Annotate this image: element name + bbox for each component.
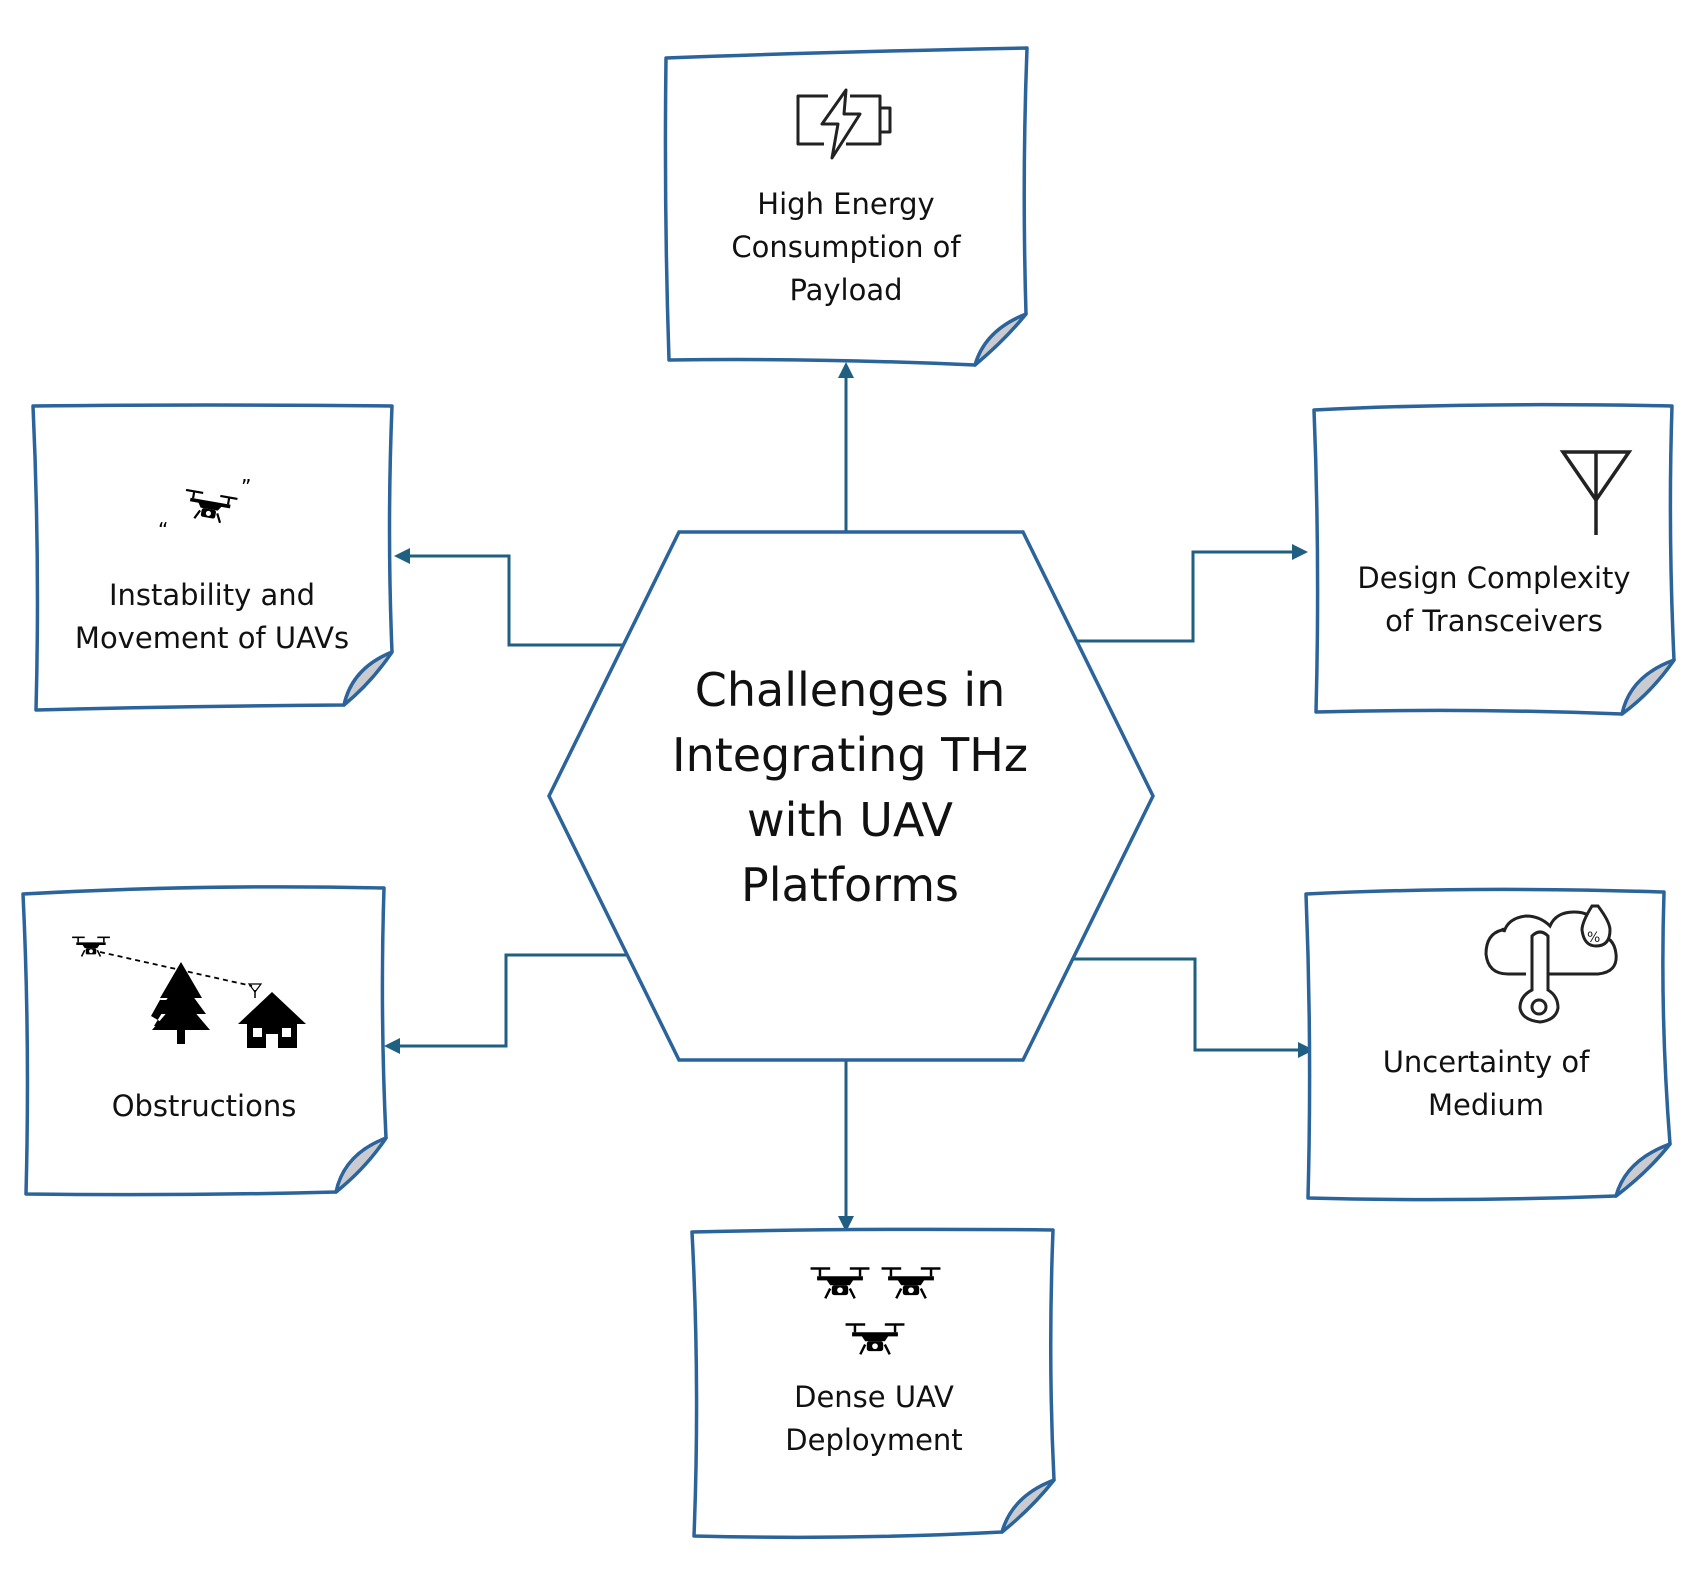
note-obstructions-label-line: Obstructions — [111, 1089, 297, 1123]
battery-charging-icon — [796, 88, 892, 160]
center-title: Challenges in Integrating THz with UAV P… — [600, 658, 1100, 918]
note-dense-label: Dense UAV Deployment — [714, 1376, 1034, 1462]
cloud-thermometer-humidity-icon: % — [1484, 904, 1618, 1024]
note-energy-label: High Energy Consumption of Payload — [686, 183, 1006, 312]
svg-text:%: % — [1587, 930, 1600, 946]
note-medium-label-line: Uncertainty of — [1382, 1045, 1590, 1079]
note-medium — [1304, 887, 1672, 1202]
note-energy-label-line: Payload — [789, 273, 903, 307]
note-transceivers-label: Design Complexity of Transceivers — [1334, 557, 1654, 643]
note-dense-label-line: Dense UAV — [794, 1380, 954, 1414]
note-energy-label-line: Consumption of — [731, 230, 961, 264]
arrowhead-instability — [394, 548, 410, 564]
connector-medium — [1072, 957, 1300, 1052]
center-hexagon — [547, 530, 1155, 1062]
note-dense-label-line: Deployment — [785, 1423, 963, 1457]
note-obstructions — [21, 885, 388, 1197]
center-title-line: Integrating THz — [672, 728, 1028, 782]
note-energy — [663, 46, 1029, 367]
svg-text:”: ” — [241, 475, 251, 499]
center-title-line: Platforms — [741, 858, 959, 912]
note-obstructions-label: Obstructions — [44, 1085, 364, 1128]
connector-instability — [408, 554, 622, 647]
note-energy-label-line: High Energy — [757, 187, 935, 221]
connector-obstructions — [398, 953, 626, 1048]
arrowhead-dense — [838, 1216, 854, 1232]
drone-tree-house-icon — [71, 935, 306, 1048]
connectors — [384, 362, 1314, 1232]
wobbling-drone-icon: “ ” — [158, 475, 251, 542]
arrowhead-energy — [838, 362, 854, 378]
center-title-line: Challenges in — [694, 663, 1006, 717]
center-title-line: with UAV — [747, 793, 953, 847]
svg-text:“: “ — [158, 518, 168, 542]
antenna-icon — [1559, 450, 1633, 535]
arrowhead-transceivers — [1292, 544, 1308, 560]
note-instability-label-line: Movement of UAVs — [74, 621, 350, 655]
note-instability-label: Instability and Movement of UAVs — [52, 574, 372, 660]
note-medium-label: Uncertainty of Medium — [1326, 1041, 1646, 1127]
note-transceivers-label-line: of Transceivers — [1385, 604, 1603, 638]
arrowhead-obstructions — [384, 1038, 400, 1054]
tree-icon — [151, 962, 210, 1044]
note-medium-label-line: Medium — [1428, 1088, 1544, 1122]
note-transceivers-label-line: Design Complexity — [1357, 561, 1631, 595]
arrowhead-medium — [1298, 1042, 1314, 1058]
note-dense — [690, 1227, 1056, 1540]
note-instability — [31, 403, 394, 712]
house-icon — [238, 983, 306, 1048]
note-instability-label-line: Instability and — [108, 578, 316, 612]
connector-transceivers — [1078, 550, 1294, 643]
